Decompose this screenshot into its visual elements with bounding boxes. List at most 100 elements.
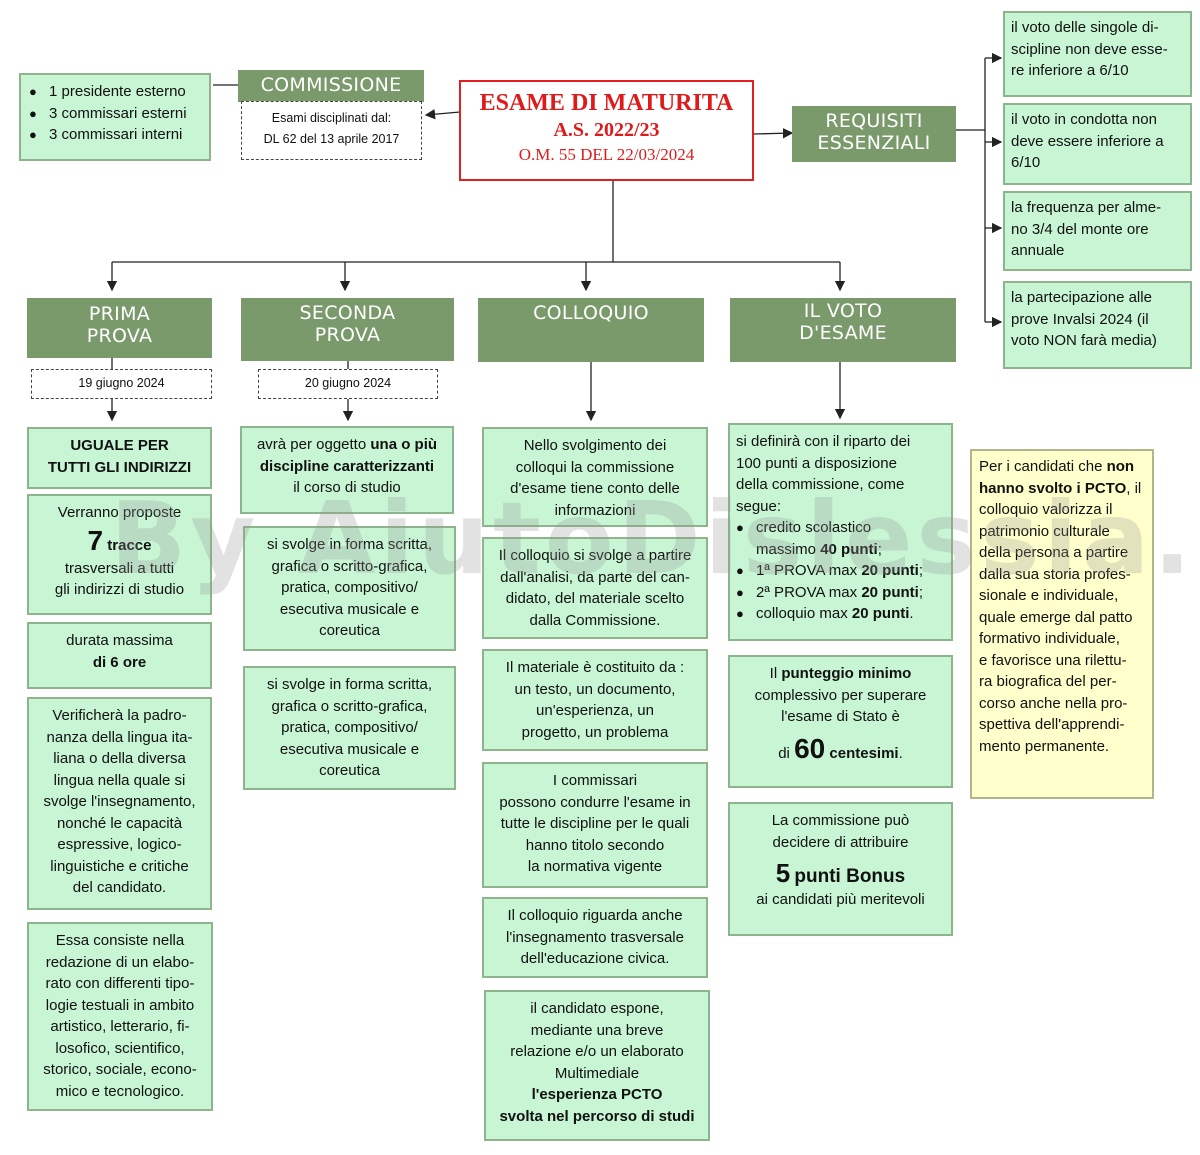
minimo-word: centesimi — [829, 744, 899, 762]
header-line: PROVA — [86, 325, 153, 347]
bonus-number: 5 — [775, 858, 791, 888]
punti-text: . — [909, 605, 914, 622]
box-bold: punteggio minimo — [781, 665, 912, 682]
punti-text: credito scolastico — [756, 519, 872, 536]
box-line: UGUALE PER — [70, 437, 169, 454]
seconda-prova-date: 20 giugno 2024 — [258, 369, 438, 399]
requisito-item: la partecipazione alle prove Invalsi 202… — [1003, 281, 1192, 369]
main-title-box: ESAME DI MATURITA A.S. 2022/23 O.M. 55 D… — [459, 80, 754, 181]
header-line: PROVA — [314, 324, 381, 346]
member-item: 1 presidente esterno — [29, 81, 201, 103]
punti-text: massimo — [756, 540, 821, 558]
punti-item: colloquio max 20 punti. — [736, 603, 945, 625]
punti-bold: 40 punti — [820, 540, 878, 558]
note-bold: hanno svolto i PCTO — [979, 479, 1127, 497]
bonus-word: punti Bonus — [794, 866, 906, 887]
seconda-box-oggetto: avrà per oggetto una o più discipline ca… — [240, 426, 454, 514]
note-bold: non — [1106, 458, 1135, 475]
punti-bold: 20 punti — [861, 562, 919, 579]
punti-item: 1ª PROVA max 20 punti; — [736, 560, 945, 582]
header-line: D'ESAME — [799, 322, 887, 344]
box-line: Il punteggio minimo — [736, 663, 945, 685]
note-line: DL 62 del 13 aprile 2017 — [263, 132, 400, 146]
prima-box-tracce: Verranno proposte 7 tracce trasversali a… — [27, 494, 212, 615]
colloquio-box-pcto: il candidato espone, mediante una breve … — [484, 990, 710, 1141]
member-item: 3 commissari esterni — [29, 103, 201, 125]
minimo-number: 60 — [794, 732, 826, 764]
colloquio-box-civica: Il colloquio riguarda anche l'insegnamen… — [482, 897, 708, 978]
punti-text: ; — [877, 540, 882, 558]
commissione-members: 1 presidente esterno 3 commissari estern… — [19, 73, 211, 161]
members-list: 1 presidente esterno 3 commissari estern… — [29, 81, 201, 146]
commissione-header: COMMISSIONE — [238, 70, 424, 102]
box-line: La commissione può — [771, 812, 910, 829]
requisito-item: il voto in condotta non deve essere infe… — [1003, 103, 1192, 185]
main-title: ESAME DI MATURITA — [479, 90, 734, 116]
requisiti-header: REQUISITI ESSENZIALI — [792, 106, 956, 162]
requisito-item: il voto delle singole di- scipline non d… — [1003, 11, 1192, 97]
voto-box-minimo: Il punteggio minimo complessivo per supe… — [728, 655, 953, 788]
colloquio-box-informazioni: Nello svolgimento dei colloqui la commis… — [482, 427, 708, 527]
punti-bold: 20 punti — [851, 605, 910, 622]
box-text: . — [898, 744, 903, 762]
box-line: ai candidati più meritevoli — [756, 891, 925, 908]
note-text: Per i candidati che — [979, 458, 1107, 475]
colloquio-header: COLLOQUIO — [478, 298, 704, 362]
box-text: avrà per oggetto — [256, 436, 371, 453]
tracce-line: 7 tracce — [35, 524, 204, 558]
header-line: REQUISITI — [825, 110, 923, 132]
header-line: IL VOTO — [803, 300, 883, 322]
voto-box-riparto: si definirà con il riparto dei 100 punti… — [728, 423, 953, 641]
box-line: decidere di attribuire — [772, 833, 909, 851]
bonus-line: 5 punti Bonus — [736, 857, 945, 889]
box-bold: una o più — [370, 436, 438, 453]
box-text: di — [778, 744, 795, 762]
box-text: complessivo per superare l'esame di Stat… — [754, 686, 927, 726]
header-line: ESSENZIALI — [817, 132, 931, 154]
punti-list: credito scolastico massimo 40 punti; 1ª P… — [736, 517, 945, 625]
box-line: avrà per oggetto una o più — [248, 434, 446, 456]
punti-bold: 20 punti — [861, 583, 919, 601]
header-line: PRIMA — [88, 303, 151, 325]
box-bold: l'esperienza PCTO svolta nel percorso di… — [499, 1086, 695, 1125]
box-text: si definirà con il riparto dei 100 punti… — [736, 433, 911, 515]
requisito-item: la frequenza per alme- no 3/4 del monte … — [1003, 191, 1192, 271]
box-line: gli indirizzi di studio — [54, 581, 185, 598]
colloquio-box-commissari: I commissari possono condurre l'esame in… — [482, 762, 708, 888]
box-text: il candidato espone, mediante una breve … — [510, 1000, 684, 1082]
punti-text: ; — [918, 562, 923, 579]
commissione-note: Esami disciplinati dal: DL 62 del 13 apr… — [241, 101, 422, 160]
prima-box-uguale: UGUALE PER TUTTI GLI INDIRIZZI — [27, 427, 212, 489]
voto-box-bonus: La commissione può decidere di attribuir… — [728, 802, 953, 936]
member-item: 3 commissari interni — [29, 124, 201, 146]
school-year: A.S. 2022/23 — [553, 119, 660, 141]
box-line: discipline caratterizzanti — [248, 456, 446, 478]
colloquio-box-materiale: Il materiale è costituito da : un testo,… — [482, 649, 708, 751]
pcto-note: Per i candidati che non hanno svolto i PC… — [970, 449, 1154, 799]
prima-box-durata: durata massima di 6 ore — [27, 622, 212, 689]
seconda-box-forma-2: si svolge in forma scritta, grafica o sc… — [243, 666, 456, 790]
punti-text: colloquio max — [756, 605, 852, 622]
header-line: SECONDA — [299, 302, 396, 324]
box-bold: discipline caratterizzanti — [259, 457, 435, 475]
ordinance: O.M. 55 DEL 22/03/2024 — [518, 145, 695, 164]
punti-text: 1ª PROVA max — [756, 562, 862, 579]
prima-box-verifica: Verificherà la padro- nanza della lingua… — [27, 697, 212, 910]
punti-text: 2ª PROVA max — [756, 583, 862, 601]
box-line: di 6 ore — [92, 653, 147, 671]
box-line: il corso di studio — [293, 479, 401, 496]
tracce-word: tracce — [107, 536, 152, 554]
voto-header: IL VOTO D'ESAME — [730, 298, 956, 362]
prima-box-elaborato: Essa consiste nella redazione di un elab… — [27, 922, 213, 1111]
tracce-number: 7 — [87, 524, 104, 556]
punti-item: 2ª PROVA max 20 punti; — [736, 582, 945, 604]
box-line: Verranno proposte — [57, 504, 182, 521]
seconda-box-forma-1: si svolge in forma scritta, grafica o sc… — [243, 526, 456, 651]
box-line: durata massima — [66, 632, 173, 649]
colloquio-box-analisi: Il colloquio si svolge a partire dall'an… — [482, 537, 708, 639]
note-text: , il colloquio valorizza il patrimonio c… — [979, 479, 1142, 755]
punti-item: credito scolastico massimo 40 punti; — [736, 517, 945, 560]
note-line: Esami disciplinati dal: — [271, 111, 392, 125]
box-line: TUTTI GLI INDIRIZZI — [47, 458, 192, 476]
